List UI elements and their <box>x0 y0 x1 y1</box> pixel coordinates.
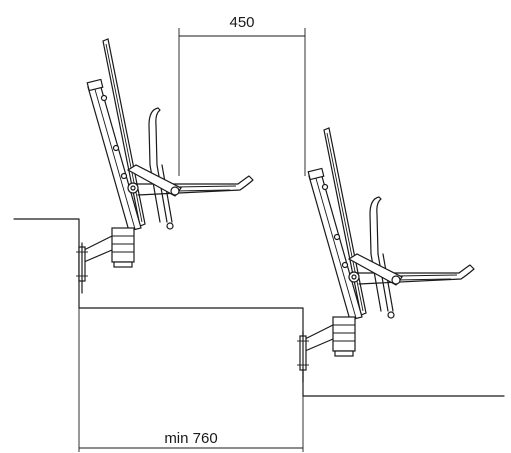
left-armrest-frame <box>148 107 161 166</box>
left-seat <box>76 38 254 294</box>
right-armrest-frame <box>369 196 382 255</box>
left-clamp-block <box>111 227 135 263</box>
dimension-top-label: 450 <box>229 14 254 31</box>
floor-step-profile <box>13 218 505 397</box>
dimension-top: 450 <box>178 14 306 176</box>
right-seat-pan <box>352 264 475 285</box>
dimension-bottom: min 760 <box>78 308 304 452</box>
dimension-bottom-label: min 760 <box>164 430 217 447</box>
right-seat <box>297 127 475 383</box>
left-seat-pan <box>131 175 254 196</box>
right-clamp-block <box>332 316 356 352</box>
